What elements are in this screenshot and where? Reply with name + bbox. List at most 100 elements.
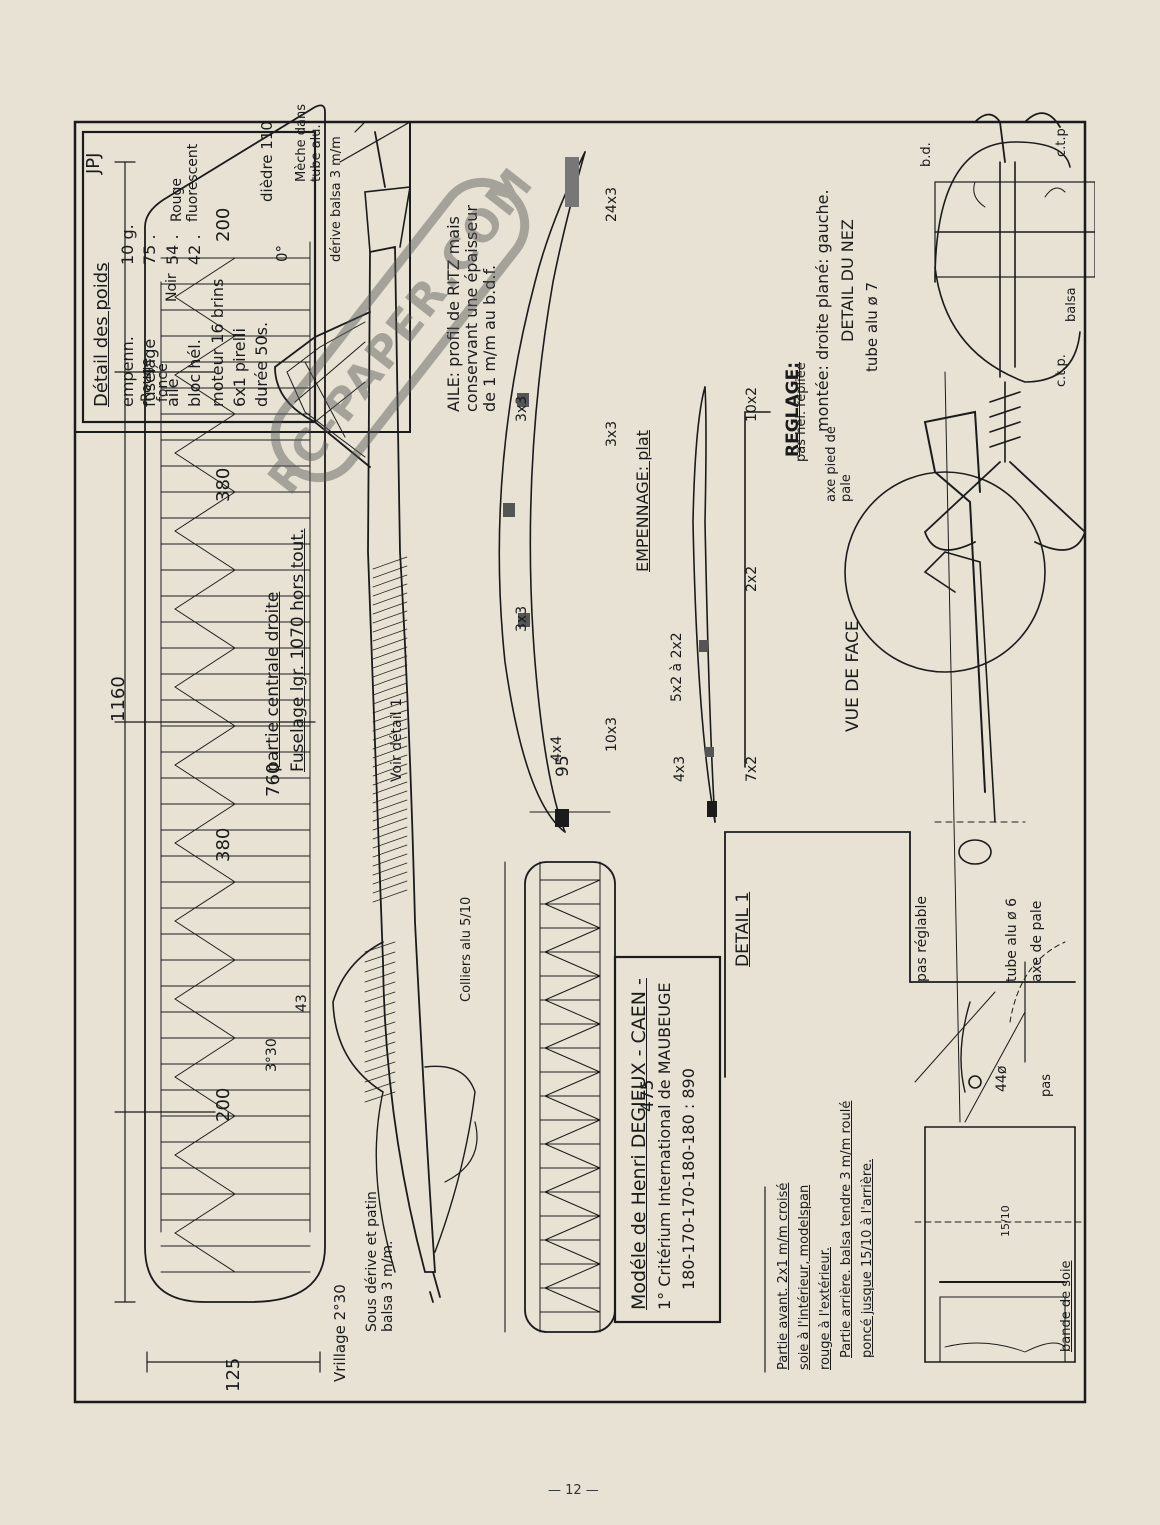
weights-title: Détail des poids	[91, 262, 112, 407]
weight-item: fuselage	[140, 338, 160, 407]
wing-profile	[498, 151, 586, 833]
label-fin-angle: 3°30	[264, 1038, 280, 1072]
wing-diagonal	[174, 413, 236, 454]
fuselage-hatch	[372, 853, 408, 867]
fuselage-hatch	[372, 718, 408, 732]
label-tube7: tube alu ø 7	[863, 281, 881, 372]
label-collars: Colliers alu 5/10	[459, 896, 474, 1002]
fuselage-hatch	[364, 1031, 396, 1043]
tail-diagonal	[544, 1287, 601, 1313]
fuselage-hatch	[364, 1041, 396, 1053]
tail-diagonal	[544, 927, 601, 953]
fuselage-hatch	[372, 646, 408, 660]
fuselage-hatch	[364, 1001, 396, 1013]
fuselage-hatch	[364, 961, 396, 973]
label-bande: bande de soie	[1059, 1260, 1074, 1352]
wing-diagonal	[174, 1154, 236, 1195]
tail-diagonal	[544, 1023, 601, 1049]
weight-item: empenn.	[118, 336, 137, 407]
weights-box	[81, 130, 317, 424]
wing-diagonal	[174, 686, 236, 727]
span-dimension	[114, 161, 321, 1373]
wing-diagonal	[174, 959, 236, 1000]
fuselage-hatch	[372, 691, 408, 705]
tail-diagonal	[544, 1263, 601, 1289]
label-d1510: 15/10	[999, 1205, 1012, 1237]
fuselage-hatch	[364, 1061, 396, 1073]
credit-jpj: JPJ	[83, 152, 104, 174]
label-fuselage-length: Fuselage lgr. 1070 hors tout.	[288, 528, 308, 773]
spar-10x2: 10x2	[744, 386, 760, 422]
fuselage-hatch	[372, 601, 408, 615]
wing-diagonal	[174, 842, 236, 883]
fuselage-hatch	[372, 574, 408, 588]
spar-3x3-c: 3x3	[514, 605, 530, 632]
dim-span: 1160	[108, 676, 129, 722]
detail-line-4: Partie arrière. balsa tendre 3 m/m roulé	[839, 1100, 854, 1358]
label-axe-pale: axe de pale	[1029, 900, 1045, 982]
front-view	[844, 371, 1066, 1123]
weight-row: empenn. 10 g.	[117, 224, 139, 407]
fuselage-hatch	[364, 1021, 396, 1033]
tail-diagonal	[544, 1191, 601, 1217]
fuselage-hatch	[364, 971, 396, 983]
tail-diagonal	[544, 1047, 601, 1073]
label-under-fin: Sous dérive et patin balsa 3 m/m.	[364, 1191, 396, 1332]
wing-diagonal	[174, 725, 236, 766]
detail-line-5: poncé jusque 15/10 à l'arrière.	[860, 1158, 875, 1358]
fuselage-hatch	[372, 781, 408, 795]
fuselage-hatch	[372, 799, 408, 813]
wing-diagonal	[174, 803, 236, 844]
label-reglage: montée: droite plané: gauche.	[813, 189, 832, 432]
label-front-view: VUE DE FACE	[843, 620, 863, 732]
fuselage-hatch	[364, 951, 396, 963]
nose-detail	[923, 112, 1095, 551]
fuselage-hatch	[372, 889, 408, 903]
fuselage-hatch	[372, 826, 408, 840]
label-fin-43: 43	[294, 994, 310, 1012]
weight-value: 75 .	[140, 234, 160, 265]
fuselage-hatch	[372, 610, 408, 624]
tail-diagonal	[544, 1167, 601, 1193]
label-pas-reglable: pas réglable	[914, 895, 930, 982]
weight-value: 10 g.	[118, 224, 137, 265]
wing-diagonal	[174, 569, 236, 610]
fuselage-hatch	[372, 880, 408, 894]
fuselage-hatch	[372, 727, 408, 741]
detail-line-3: rouge à l'extérieur.	[818, 1247, 833, 1370]
tail-ribs	[539, 879, 601, 1313]
detail-line-2: soie à l'intérieur, modelspan	[797, 1184, 812, 1370]
label-pas-replie: pas hel. repliee	[794, 362, 809, 462]
tail-diagonal	[544, 879, 601, 905]
dim-chord: 125	[223, 1357, 244, 1392]
fuselage-hatch	[364, 941, 396, 953]
weight-row: aile 54 .	[162, 224, 184, 407]
rotated-plan: JPJ 1160 200 380 760 380 200 125 partie …	[65, 102, 1095, 1422]
fuselage-hatch	[372, 790, 408, 804]
wing-diagonal	[174, 608, 236, 649]
tail-diagonal	[544, 999, 601, 1025]
fuselage-hatch	[372, 763, 408, 777]
label-tube6: tube alu ø 6	[1004, 897, 1020, 982]
fuselage-hatch	[364, 981, 396, 993]
detail-notes: Partie avant. 2x1 m/m croisé soie à l'in…	[776, 1100, 875, 1370]
fuselage-hatch	[372, 808, 408, 822]
frame-border	[73, 120, 1087, 1404]
weight-item: aile	[162, 378, 182, 407]
weight-value: 54 .	[162, 234, 182, 265]
spar-2x2: 2x2	[744, 565, 760, 592]
wing-diagonal	[174, 530, 236, 571]
label-see-detail: Voir détail 1	[389, 698, 405, 782]
page-number: — 12 —	[548, 1483, 599, 1498]
fuselage-hatch	[372, 556, 408, 570]
tail-profile	[692, 386, 717, 823]
fuselage-hatch	[372, 709, 408, 723]
fuselage-hatch	[364, 1081, 396, 1093]
label-axe-pied: axe pied de pale	[824, 426, 854, 502]
tail-diagonal	[544, 1071, 601, 1097]
svg-text:RC-PAPER.COM: RC-PAPER.COM	[258, 158, 544, 504]
tail-diagonal	[544, 1119, 601, 1145]
wing-diagonal	[174, 374, 236, 415]
tail-diagonal	[544, 903, 601, 929]
